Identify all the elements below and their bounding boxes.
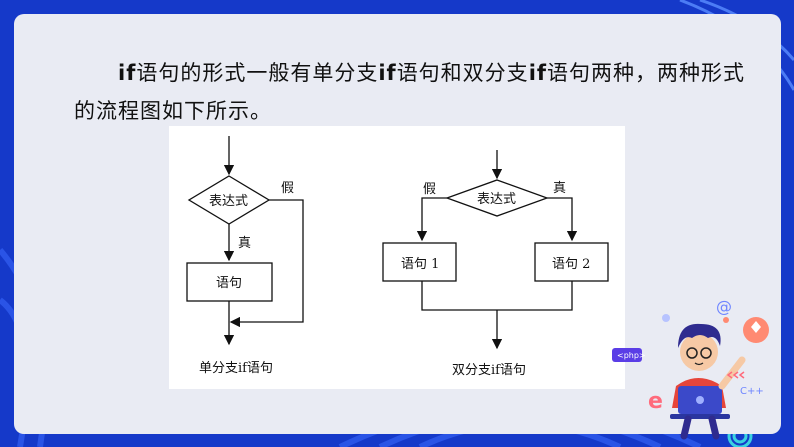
single-branch-flowchart — [186, 136, 304, 346]
if-keyword: if — [528, 61, 548, 85]
left-statement-text: 语句 — [216, 276, 242, 291]
left-caption: 单分支if语句 — [199, 361, 273, 376]
if-keyword: if — [378, 61, 397, 85]
coder-mascot-illustration: <php> @ e C++ — [612, 297, 769, 440]
mascot-hair — [678, 323, 721, 348]
statement2-box — [534, 242, 609, 282]
e-symbol: e — [648, 389, 663, 414]
if-keyword: if — [118, 61, 137, 85]
right-statement1-text: 语句 1 — [401, 257, 439, 272]
left-condition-text: 表达式 — [209, 194, 248, 209]
mascot-face — [680, 333, 718, 371]
true-path — [547, 197, 578, 242]
condition-diamond — [445, 179, 549, 217]
double-branch-flowchart — [382, 150, 609, 350]
right-statement2-text: 语句 2 — [552, 257, 590, 272]
paragraph-text: 语句两种，两种形式的流程图如下所示。 — [74, 61, 746, 123]
at-symbol: @ — [716, 297, 732, 316]
merge-lines — [421, 281, 573, 311]
left-false-label: 假 — [281, 181, 294, 196]
intro-paragraph: if语句的形式一般有单分支if语句和双分支if语句两种，两种形式的流程图如下所示… — [74, 54, 754, 130]
left-true-label: 真 — [238, 236, 251, 251]
right-false-label: 假 — [423, 182, 436, 197]
flowchart-figure: 表达式 假 真 语句 单分支if语句 表达式 假 真 语句 1 语句 2 双分支… — [169, 126, 625, 389]
paragraph-text: 语句的形式一般有单分支 — [136, 61, 379, 85]
statement-box — [186, 262, 273, 302]
paragraph-text: 语句和双分支 — [396, 61, 529, 85]
right-true-label: 真 — [553, 181, 566, 196]
cpp-tag: C++ — [740, 386, 764, 397]
false-path — [229, 199, 304, 328]
php-tag-text: <php> — [617, 351, 646, 360]
false-path — [416, 197, 447, 242]
php-tag-badge — [612, 348, 642, 362]
right-caption: 双分支if语句 — [452, 363, 526, 378]
statement1-box — [382, 242, 457, 282]
right-condition-text: 表达式 — [477, 192, 516, 207]
